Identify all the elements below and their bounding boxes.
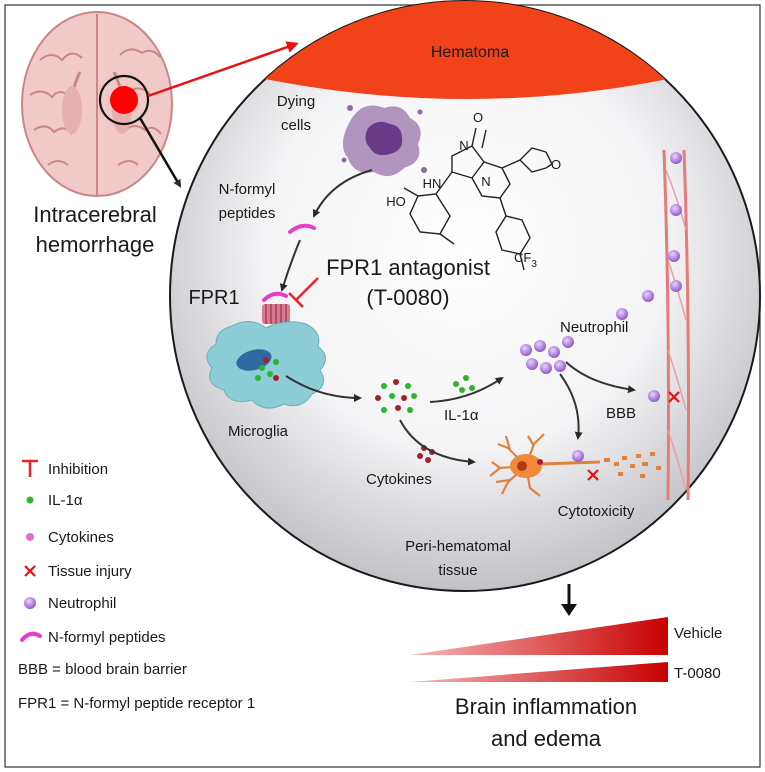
legend-fpr1-note: FPR1 = N-formyl peptide receptor 1	[18, 695, 255, 712]
microglia-cell	[206, 321, 326, 409]
legend-il1a-icon	[26, 496, 34, 504]
dying-cells-line-1: Dying	[277, 93, 315, 110]
t0080-molecule	[403, 127, 553, 271]
il1a-label: IL-1α	[444, 407, 479, 424]
fpr1-label: FPR1	[188, 287, 239, 309]
neutrophil-cluster	[520, 336, 574, 374]
condition-line-1: Intracerebral	[33, 202, 157, 227]
arrow-microglia-to-release	[285, 375, 362, 402]
bbb-label: BBB	[606, 405, 636, 422]
peri-hematomal-line-2: tissue	[438, 562, 477, 579]
n-formyl-line-1: N-formyl	[219, 181, 276, 198]
legend: Inhibition IL-1α Cytokines Tissue injury…	[18, 459, 255, 712]
outcome-line-1: Brain inflammation	[455, 694, 637, 719]
legend-cytokines-label: Cytokines	[48, 529, 114, 546]
vehicle-wedge	[410, 617, 668, 655]
t0080-label: T-0080	[674, 665, 721, 682]
atom-o-top: O	[473, 110, 483, 125]
neutrophil-label: Neutrophil	[560, 319, 628, 336]
arrow-il1a-to-neutrophil	[429, 376, 504, 403]
red-arrow-to-hematoma	[147, 41, 299, 98]
released-mediators	[375, 379, 417, 413]
brain-illustration	[21, 11, 173, 197]
vehicle-label: Vehicle	[674, 625, 722, 642]
arrow-neutrophil-to-neuron	[559, 373, 583, 440]
atom-cf-sub: 3	[531, 259, 537, 270]
antagonist-line-1: FPR1 antagonist	[326, 255, 490, 280]
blood-vessel	[616, 149, 690, 501]
legend-cytokines-icon	[26, 533, 34, 541]
n-formyl-line-2: peptides	[219, 205, 276, 222]
inhibition-line	[295, 277, 319, 301]
legend-tissue-injury-label: Tissue injury	[48, 563, 132, 580]
antagonist-line-2: (T-0080)	[366, 285, 449, 310]
hematoma-label: Hematoma	[431, 44, 509, 61]
outcome-line-2: and edema	[491, 726, 602, 751]
legend-neutrophil-icon	[24, 597, 36, 609]
atom-o-ring: O	[551, 157, 561, 172]
cytotoxicity-label: Cytotoxicity	[558, 503, 635, 520]
condition-line-2: hemorrhage	[36, 232, 155, 257]
cytokines-label: Cytokines	[366, 471, 432, 488]
peptide-icon	[288, 223, 316, 234]
legend-peptide-icon	[20, 631, 42, 642]
atom-ho: HO	[386, 194, 406, 209]
neuron-cell	[489, 433, 661, 497]
atom-cf-text: CF	[514, 250, 531, 265]
arrow-peptides-to-fpr1	[279, 239, 301, 292]
dying-cells-icon	[341, 105, 427, 177]
legend-tissue-injury-icon	[24, 565, 36, 577]
fpr1-receptor-icon	[262, 291, 290, 324]
dying-cells-line-2: cells	[281, 117, 311, 134]
arrow-to-detail	[138, 117, 182, 188]
legend-inhibition-icon	[22, 459, 38, 477]
atom-n-2: N	[481, 174, 490, 189]
t0080-wedge	[410, 662, 668, 682]
atom-n-1: N	[459, 138, 468, 153]
outcome-arrow-head	[561, 604, 577, 616]
legend-peptide-label: N-formyl peptides	[48, 629, 166, 646]
microglia-label: Microglia	[228, 423, 289, 440]
legend-inhibition-label: Inhibition	[48, 461, 108, 478]
arrow-cytokines-to-neuron	[399, 419, 476, 466]
arrow-cells-to-peptides	[312, 169, 373, 218]
tissue-injury-mark-bbb	[668, 391, 680, 403]
inhibition-bar	[288, 292, 304, 308]
legend-neutrophil-label: Neutrophil	[48, 595, 116, 612]
legend-bbb-note: BBB = blood brain barrier	[18, 661, 187, 678]
figure-border	[4, 4, 761, 768]
tissue-injury-mark-neuron	[587, 469, 599, 481]
atom-cf: CF3	[514, 250, 537, 270]
legend-il1a-label: IL-1α	[48, 492, 83, 509]
arrow-neutrophil-to-bbb	[565, 361, 636, 394]
il1a-cluster	[453, 375, 475, 393]
atom-hn: HN	[423, 176, 442, 191]
peri-hematomal-line-1: Peri-hematomal	[405, 538, 511, 555]
